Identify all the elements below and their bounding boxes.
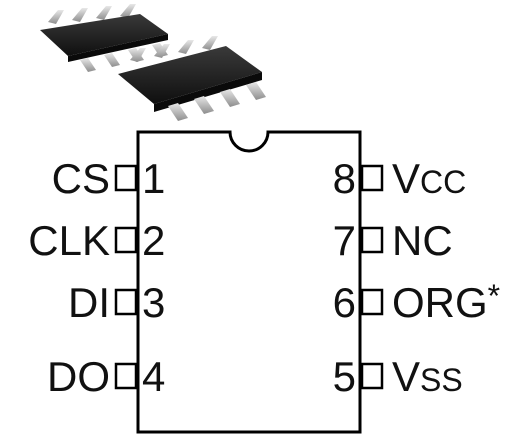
pin-7-number: 7 bbox=[333, 217, 356, 264]
pin-7-pad bbox=[360, 226, 384, 254]
pin-4-pad bbox=[114, 362, 138, 390]
chip-package-photo bbox=[40, 4, 266, 121]
pin-5-name: VSS bbox=[392, 353, 463, 400]
pin-4-number: 4 bbox=[142, 353, 165, 400]
pin-3-pad bbox=[114, 288, 138, 316]
pin-2-number: 2 bbox=[142, 217, 165, 264]
pin-8-name: VCC bbox=[392, 155, 466, 202]
pin-2-name: CLK bbox=[28, 217, 110, 264]
pin-5-number: 5 bbox=[333, 353, 356, 400]
pin-8-pad bbox=[360, 164, 384, 192]
pin-7-name: NC bbox=[392, 217, 453, 264]
pin-2-pad bbox=[114, 226, 138, 254]
pin-3-name: DI bbox=[68, 279, 110, 326]
pin-6-number: 6 bbox=[333, 279, 356, 326]
pin-3-number: 3 bbox=[142, 279, 165, 326]
pin-6-name: ORG* bbox=[392, 278, 500, 326]
pin-4-name: DO bbox=[47, 353, 110, 400]
pin-8-number: 8 bbox=[333, 155, 356, 202]
ic-body bbox=[136, 130, 362, 434]
pin-1-number: 1 bbox=[142, 155, 165, 202]
pin-5-pad bbox=[360, 362, 384, 390]
pin-6-pad bbox=[360, 288, 384, 316]
pin-1-name: CS bbox=[52, 155, 110, 202]
pin-1-pad bbox=[114, 164, 138, 192]
chip-2 bbox=[118, 36, 266, 121]
